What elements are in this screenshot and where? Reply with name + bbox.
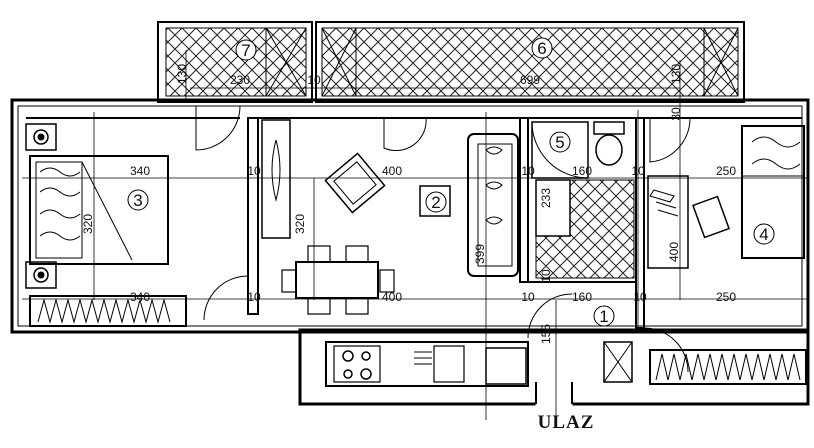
living-room-furniture — [261, 119, 519, 315]
room-label-2: 2 — [425, 191, 447, 213]
dim-living-bottom: 400 — [382, 290, 402, 304]
dim-bedroom3-height: 320 — [81, 214, 95, 234]
room-labels: 7 6 3 2 4 1 5 — [127, 37, 775, 327]
dim-loggia6-width: 699 — [520, 73, 540, 87]
door-swings — [195, 105, 691, 373]
dim-wall-30: 30 — [669, 107, 683, 121]
room-label-5: 5 — [549, 131, 571, 153]
room-label-6: 6 — [531, 37, 553, 59]
svg-text:4: 4 — [759, 225, 768, 244]
svg-text:6: 6 — [537, 39, 546, 58]
dim-living-top: 400 — [382, 164, 402, 178]
dim-bath-height: 233 — [539, 188, 553, 208]
room-label-3: 3 — [127, 189, 149, 211]
dim-hall-right-10: 10 — [633, 290, 647, 304]
dim-bath-left-10: 10 — [521, 164, 535, 178]
bedroom-3-furniture — [25, 123, 187, 327]
dim-bedroom3-bottom: 340 — [130, 290, 150, 304]
room-label-1: 1 — [593, 305, 615, 327]
outer-walls — [10, 98, 810, 407]
svg-text:3: 3 — [133, 191, 142, 210]
dim-loggia6-height: 130 — [669, 64, 683, 84]
dim-loggia7-height: 130 — [175, 64, 189, 84]
kitchen-counter — [325, 341, 633, 387]
svg-text:5: 5 — [555, 133, 564, 152]
entrance-label: ULAZ — [538, 412, 595, 433]
dim-bedroom3-top: 340 — [130, 164, 150, 178]
dim-bath-width: 160 — [572, 164, 592, 178]
dimension-labels: 130 230 10 699 130 30 340 320 340 10 400… — [81, 64, 736, 344]
bathroom-5 — [531, 121, 635, 279]
dim-living-bottom-left-10: 10 — [247, 290, 261, 304]
dim-living-height-399: 399 — [473, 244, 487, 264]
loggia-7 — [157, 21, 313, 103]
dimension-lines — [22, 50, 808, 420]
dim-hall-width: 160 — [572, 290, 592, 304]
svg-text:1: 1 — [599, 307, 608, 326]
dim-bath-wall-10: 10 — [539, 269, 553, 283]
room-label-4: 4 — [753, 223, 775, 245]
svg-text:7: 7 — [241, 41, 250, 60]
dim-living-left-10: 10 — [247, 164, 261, 178]
dim-living-height-320: 320 — [293, 214, 307, 234]
dim-loggia7-width: 230 — [230, 73, 250, 87]
bedroom-4-furniture — [647, 125, 807, 385]
dim-hall-height: 155 — [539, 324, 553, 344]
room-label-7: 7 — [235, 39, 257, 61]
dim-loggia-divider: 10 — [307, 73, 321, 87]
dim-bedroom4-height: 400 — [667, 242, 681, 262]
dim-bath-right-10: 10 — [631, 164, 645, 178]
dim-hall-left-10: 10 — [521, 290, 535, 304]
interior-walls — [26, 117, 802, 329]
dim-bedroom4-bottom: 250 — [716, 290, 736, 304]
dim-bedroom4-top: 250 — [716, 164, 736, 178]
svg-text:2: 2 — [431, 193, 440, 212]
loggia-6 — [315, 21, 745, 103]
